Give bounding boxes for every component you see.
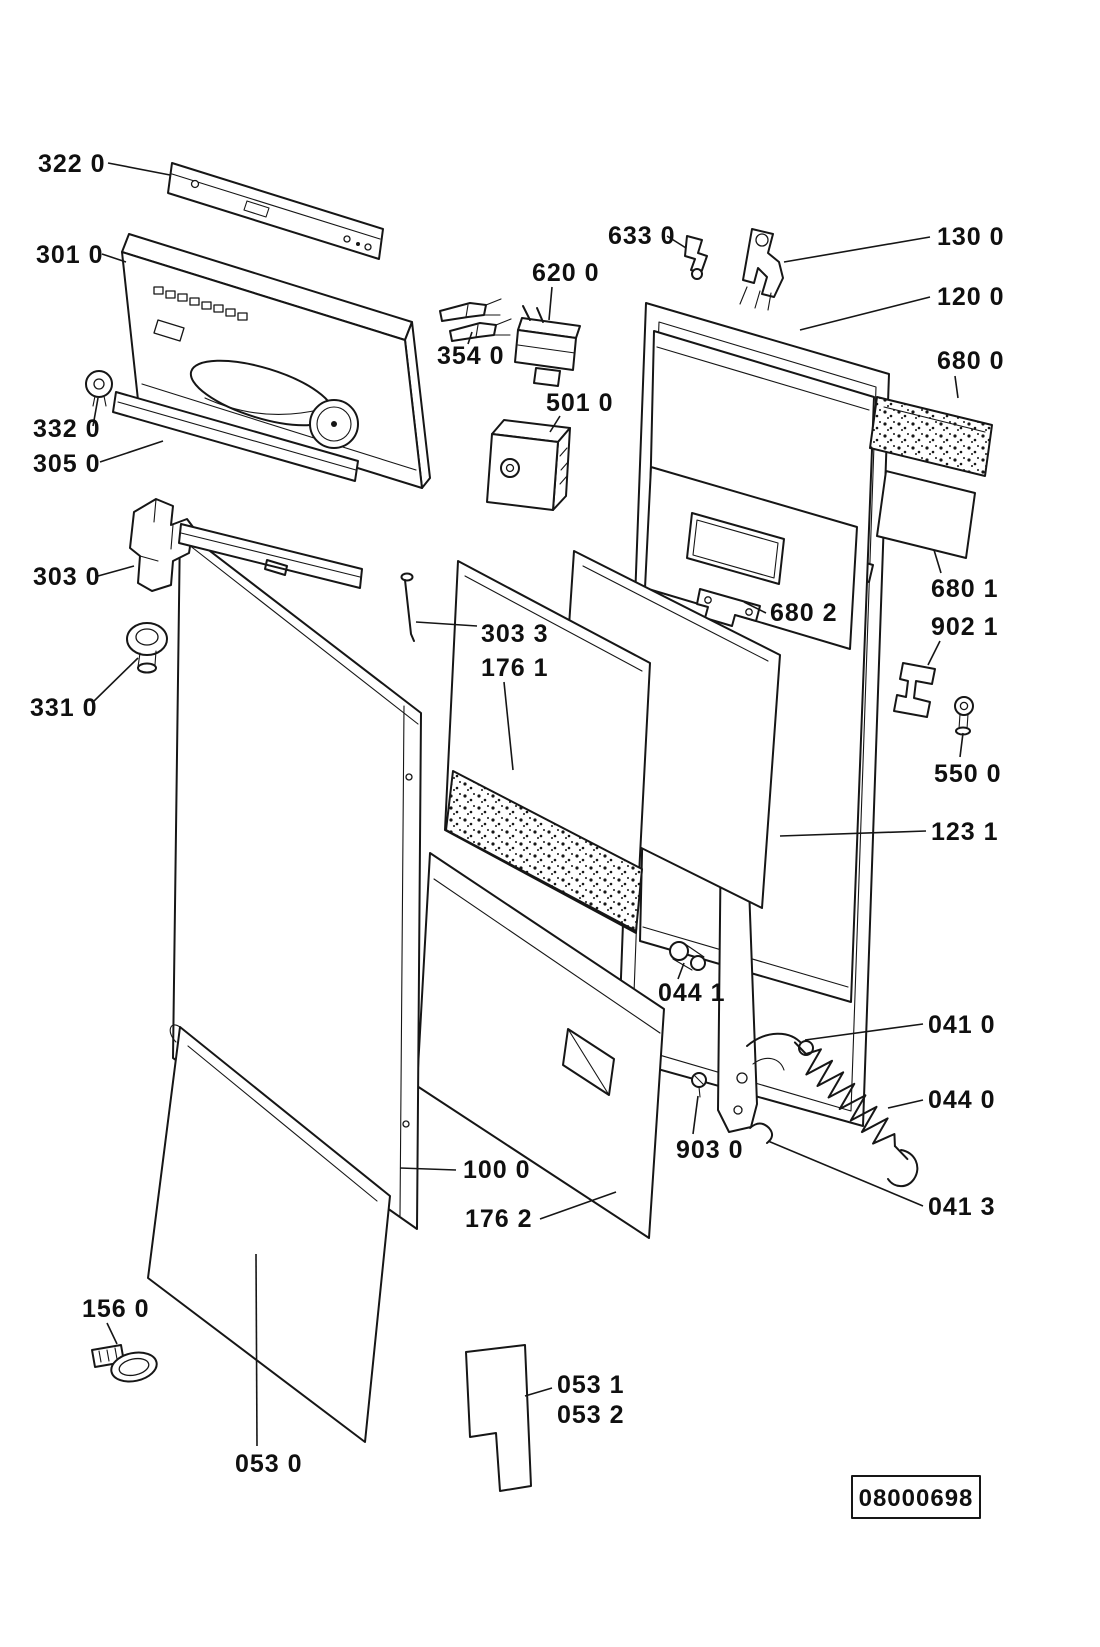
label-620-0: 620 0: [532, 259, 600, 287]
leader-903-0: [692, 1095, 699, 1135]
label-303-0: 303 0: [33, 563, 101, 591]
label-044-1: 044 1: [658, 979, 726, 1007]
label-053-1: 053 1: [557, 1371, 625, 1399]
label-501-0: 501 0: [546, 389, 614, 417]
label-123-1: 123 1: [931, 818, 999, 846]
wire-terminals-part: [439, 298, 512, 342]
label-176-2: 176 2: [465, 1205, 533, 1233]
insulation-front-sheet-part: [444, 560, 651, 934]
leader-501-0: [549, 415, 561, 433]
label-303-3: 303 3: [481, 620, 549, 648]
leader-303-0: [97, 565, 135, 577]
label-680-2: 680 2: [770, 599, 838, 627]
label-550-0: 550 0: [934, 760, 1002, 788]
panel-trim-part: [112, 391, 359, 482]
label-130-0: 130 0: [937, 223, 1005, 251]
clip-part: [684, 235, 708, 280]
leader-550-0: [959, 732, 964, 758]
label-053-2: 053 2: [557, 1401, 625, 1429]
hinge-bracket-part: [129, 498, 363, 592]
label-331-0: 331 0: [30, 694, 98, 722]
leader-332-0: [92, 397, 99, 427]
label-633-0: 633 0: [608, 222, 676, 250]
label-680-1: 680 1: [931, 575, 999, 603]
leader-331-0: [91, 657, 139, 704]
leader-633-0: [666, 235, 687, 249]
label-305-0: 305 0: [33, 450, 101, 478]
door-spring-part: [793, 1041, 909, 1161]
hose-clamp-part: [91, 1344, 158, 1383]
leader-130-0: [783, 236, 931, 263]
label-902-1: 902 1: [931, 613, 999, 641]
leader-053-1: [524, 1387, 553, 1397]
label-354-0: 354 0: [437, 342, 505, 370]
leader-053-0: [255, 1253, 258, 1447]
spring-end-hook-part: [887, 1149, 919, 1188]
label-176-1: 176 1: [481, 654, 549, 682]
label-156-0: 156 0: [82, 1295, 150, 1323]
leader-120-0: [799, 296, 931, 331]
leader-123-1: [779, 830, 927, 837]
leader-044-0: [887, 1099, 924, 1109]
leader-301-0: [101, 253, 127, 263]
label-301-0: 301 0: [36, 241, 104, 269]
label-053-0: 053 0: [235, 1450, 303, 1478]
spring-hook-part: [749, 1122, 773, 1144]
leader-lines: [91, 162, 964, 1447]
label-044-0: 044 0: [928, 1086, 996, 1114]
label-903-0: 903 0: [676, 1136, 744, 1164]
leader-680-2: [743, 601, 767, 614]
label-332-0: 332 0: [33, 415, 101, 443]
leader-176-1: [503, 681, 514, 771]
drawing-code-box: 08000698: [851, 1475, 981, 1519]
hinge-cap-part: [126, 622, 168, 674]
leader-680-0: [954, 375, 959, 399]
leader-680-1: [933, 549, 942, 574]
side-bracket-part: [893, 662, 936, 718]
label-322-0: 322 0: [38, 150, 106, 178]
grommet-part: [954, 696, 974, 736]
part-labels: 322 0 301 0 332 0 305 0 303 0 331 0 633 …: [30, 150, 1005, 1478]
door-latch-part: [696, 588, 761, 627]
screw-part: [691, 1072, 707, 1098]
label-100-0: 100 0: [463, 1156, 531, 1184]
label-sticker-part: [465, 1344, 532, 1492]
leader-156-0: [106, 1322, 118, 1345]
outer-door-panel-part: [172, 527, 422, 1230]
drawing-code: 08000698: [859, 1485, 974, 1512]
label-041-3: 041 3: [928, 1193, 996, 1221]
capacitor-part: [514, 305, 581, 387]
leader-041-0: [804, 1023, 924, 1041]
leader-176-2: [539, 1191, 617, 1220]
top-trim-part: [167, 162, 384, 260]
control-panel-part: [121, 233, 431, 489]
leader-100-0: [399, 1167, 457, 1171]
fastener-pin-part: [400, 572, 415, 642]
label-680-0: 680 0: [937, 347, 1005, 375]
leader-322-0: [107, 162, 171, 176]
hinge-part: [739, 228, 784, 311]
label-041-0: 041 0: [928, 1011, 996, 1039]
leader-620-0: [548, 286, 553, 321]
leader-041-3: [767, 1140, 924, 1207]
roller-pin-part: [669, 941, 706, 971]
leader-305-0: [99, 440, 164, 463]
leader-044-1: [677, 962, 685, 980]
label-120-0: 120 0: [937, 283, 1005, 311]
lower-liner-part: [416, 852, 665, 1239]
small-knob-part: [85, 370, 113, 407]
kick-panel-part: [147, 1024, 391, 1443]
leader-303-3: [415, 621, 478, 627]
leader-902-1: [927, 640, 941, 666]
dispenser-part: [869, 396, 993, 477]
timer-part: [486, 419, 571, 511]
leader-354-0: [467, 331, 473, 345]
dispenser-cover-part: [876, 470, 976, 559]
